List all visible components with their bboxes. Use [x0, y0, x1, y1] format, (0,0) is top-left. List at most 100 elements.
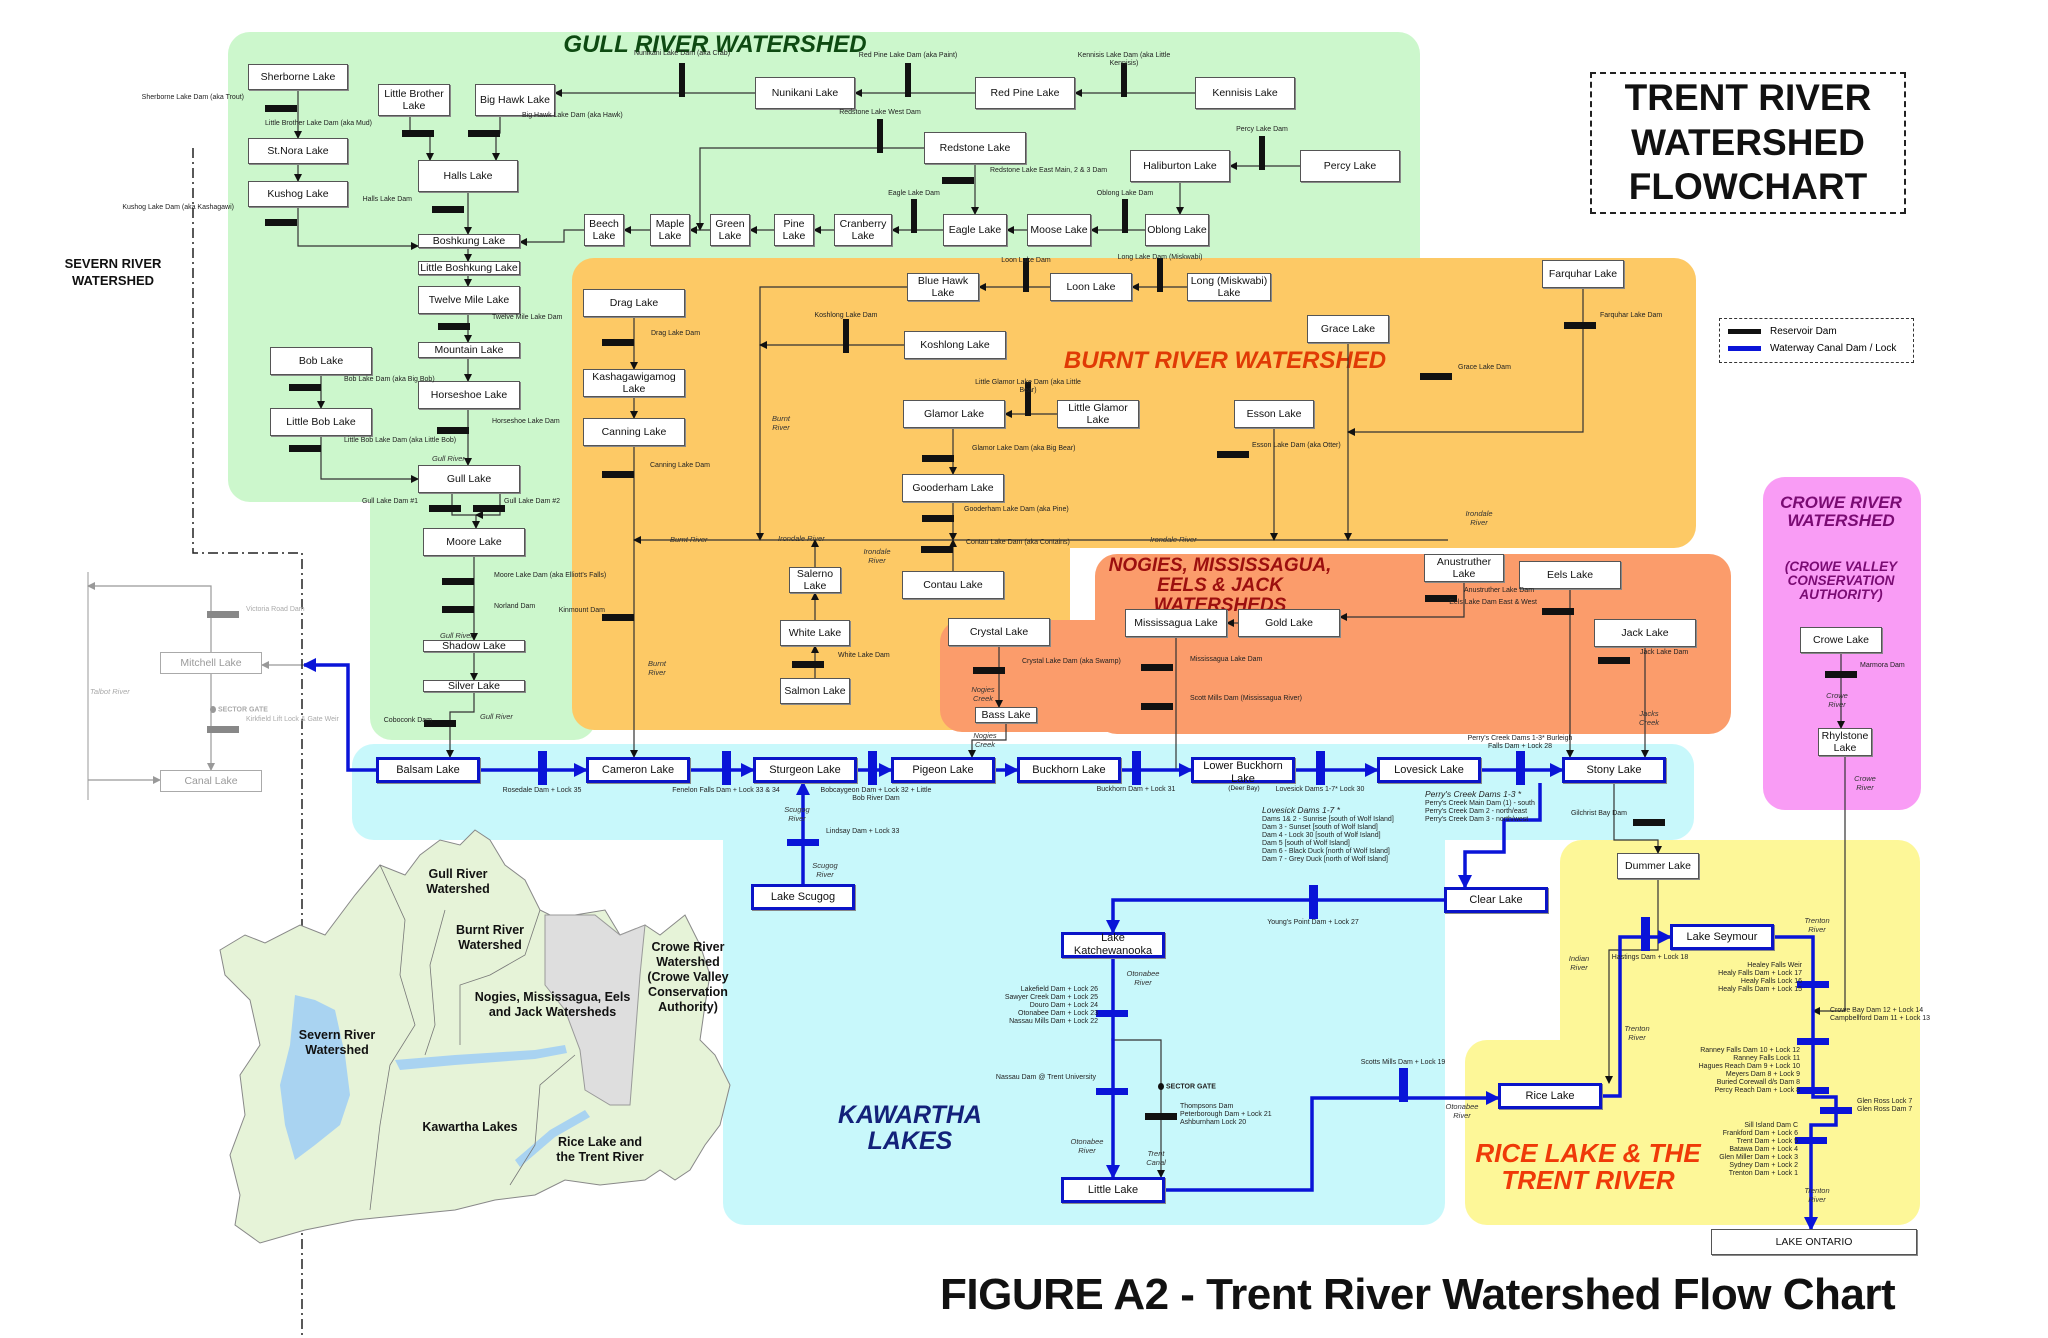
dam-label-line: Ashburnham Lock 20 [1180, 1119, 1247, 1127]
lake-label: Redstone Lake [939, 141, 1011, 154]
canal-dam-lovesick [1315, 751, 1325, 785]
canal-dam-sill [1795, 1136, 1827, 1144]
dam-label-line: Halls Lake Dam [362, 196, 412, 203]
lovesick-note: Dam 3 - Sunset [south of Wolf Island] [1262, 823, 1378, 831]
dam-label-line: Meyers Dam 8 + Lock 9 [1725, 1071, 1800, 1079]
dam-label-victoria: Victoria Road Dam [246, 606, 305, 614]
lake-label: Anustruther Lake [1436, 555, 1492, 580]
map-boundary [424, 909, 446, 1056]
dam-label-line: Kirkfield Lift Lock & Gate Weir [246, 716, 339, 723]
canal-dam-burleigh [1515, 751, 1525, 785]
lake-label: Halls Lake [443, 169, 493, 182]
dam-label-line: Anustruther Lake Dam [1464, 587, 1535, 594]
lake-node-redpine: Red Pine Lake [975, 77, 1075, 109]
dam-label-line: Kinmount Dam [558, 607, 605, 614]
lake-node-contau: Contau Lake [902, 571, 1004, 599]
reservoir-dam-percy [1259, 136, 1265, 170]
reservoir-dam-norland [442, 605, 474, 613]
lake-node-redstone: Redstone Lake [924, 132, 1026, 164]
dam-label-line: Mississagua Lake Dam [1190, 656, 1263, 663]
dam-label-line: Glamor Lake Dam (aka Big Bear) [972, 445, 1076, 452]
river-label-indian: Indian River [1568, 954, 1590, 972]
canal-flow-connector [1458, 783, 1542, 889]
lovesick-note: Dams 1& 2 - Sunrise [south of Wolf Islan… [1262, 815, 1394, 823]
crowe-region-subtitle: (CROWE VALLEY CONSERVATION AUTHORITY) [1784, 559, 1898, 603]
kawartha-region-lower [723, 800, 1445, 1225]
dam-label-line: Sherborne Lake Dam (aka Trout) [141, 94, 244, 101]
lake-node-gold: Gold Lake [1238, 609, 1340, 637]
dam-label-kinmount: Kinmount Dam [559, 607, 605, 615]
river-label-trentcanal: Trent Canal [1146, 1149, 1166, 1167]
lake-label: Moose Lake [1030, 223, 1088, 236]
lake-label: St.Nora Lake [267, 144, 329, 157]
canal-dam-bobcaygeon [867, 751, 877, 785]
canal-dam-swatch [1728, 346, 1761, 351]
river-flow-connector [451, 493, 480, 529]
legend-label: Waterway Canal Dam / Lock [1770, 343, 1897, 354]
lake-node-kennisis: Kennisis Lake [1195, 77, 1295, 109]
perrys-note: Perry's Creek Dam 3 - north/west [1425, 815, 1529, 823]
dam-label-nunikani: Nunikani Lake Dam (aka Crab) [622, 50, 742, 58]
dam-label-line: Fenelon Falls Dam + Lock 33 & 34 [672, 787, 780, 794]
dam-label-line: Moore Lake Dam (aka Elliott's Falls) [494, 572, 607, 579]
lake-label: Nunikani Lake [771, 86, 839, 99]
canal-flow-connector [1106, 898, 1444, 934]
dam-label-line: Young's Point Dam + Lock 27 [1267, 919, 1359, 926]
dam-label-line: Batawa Dam + Lock 4 [1729, 1146, 1798, 1154]
main-title-line-1: TRENT RIVER [1624, 77, 1872, 119]
river-label-otonabee: Otonabee River [1126, 969, 1160, 987]
sector-gate-text: SECTOR GATE [218, 706, 268, 714]
reservoir-dam-scottmills [1141, 702, 1173, 710]
perrys-notes: Perry's Creek Dams 1-3 * Perry's Creek M… [1425, 789, 1535, 824]
river-label-gull: Gull River [440, 631, 473, 640]
river-label-trenton: Trenton River [1804, 916, 1830, 934]
lake-label: Kushog Lake [267, 187, 329, 200]
dam-label-line: Horseshoe Lake Dam [492, 418, 560, 425]
dam-label-redstoneeast: Redstone Lake East Main, 2 & 3 Dam [990, 167, 1107, 175]
dam-label-line: Trent Dam + Lock 5 [1736, 1138, 1798, 1146]
dam-label-line: Kennisis Lake Dam (aka Little Kennisis) [1077, 52, 1171, 68]
dam-label-line: Thompsons Dam [1180, 1103, 1234, 1110]
dam-label-line: Healey Falls Weir [1747, 962, 1802, 969]
dam-label-sherborne: Sherborne Lake Dam (aka Trout) [142, 94, 244, 102]
canal-dam-youngs [1308, 885, 1318, 919]
river-label-crowe: Crowe River [1826, 691, 1848, 709]
lake-label: Rhylstone Lake [1821, 729, 1869, 754]
map-label-kawartha: Kawartha Lakes [422, 1120, 518, 1134]
dam-label-farquhar: Farquhar Lake Dam [1600, 312, 1662, 320]
dam-label-line: Grace Lake Dam [1458, 364, 1511, 371]
reservoir-dam-koshlong [843, 319, 849, 353]
dam-label-line: Victoria Road Dam [246, 606, 305, 613]
dam-label-line: Trenton Dam + Lock 1 [1728, 1170, 1798, 1178]
dam-label-gull2: Gull Lake Dam #2 [504, 498, 560, 506]
lake-node-beech: Beech Lake [584, 214, 624, 246]
dam-label-nassau: Nassau Dam @ Trent University [996, 1074, 1096, 1082]
reservoir-dam-victoria [207, 610, 239, 618]
lake-node-littlebrother: Little Brother Lake [378, 84, 450, 116]
lake-node-salmon: Salmon Lake [780, 678, 850, 704]
map-label-rice: Rice Lake and the Trent River [556, 1135, 644, 1164]
lake-label: Lake Katchewanooka [1073, 932, 1153, 957]
dam-label-line: Long Lake Dam (Miskwabi) [1117, 254, 1203, 261]
lake-node-scugog: Lake Scugog [751, 884, 855, 910]
reservoir-dam-canning [602, 470, 634, 478]
river-label-irondale: Irondale River [1150, 535, 1197, 544]
lake-label: Drag Lake [609, 296, 659, 309]
lake-label: Esson Lake [1246, 407, 1302, 420]
river-label-irondale: Irondale River [863, 547, 891, 565]
canal-dam-ranney [1797, 1086, 1829, 1094]
dam-label-lovesick: Lovesick Dams 1-7* Lock 30 [1260, 786, 1380, 794]
lake-label: Horseshoe Lake [430, 388, 508, 401]
dam-label-line: Gilchrist Bay Dam [1570, 810, 1627, 817]
lake-node-oblong: Oblong Lake [1145, 214, 1209, 246]
lake-label: Haliburton Lake [1143, 159, 1217, 172]
reservoir-dam-jack [1598, 656, 1630, 664]
canal-flow-connector [302, 658, 376, 772]
reservoir-dam-esson [1217, 450, 1249, 458]
lake-node-lowerbuckhorn: Lower Buckhorn Lake(Deer Bay) [1191, 757, 1295, 792]
lake-label: Crystal Lake [969, 625, 1029, 638]
reservoir-dam-gull2 [473, 504, 505, 512]
dam-label-line: Eagle Lake Dam [888, 190, 940, 197]
dam-label-redpine: Red Pine Lake Dam (aka Paint) [848, 52, 968, 60]
legend-item-canal: Waterway Canal Dam / Lock [1728, 340, 1905, 357]
